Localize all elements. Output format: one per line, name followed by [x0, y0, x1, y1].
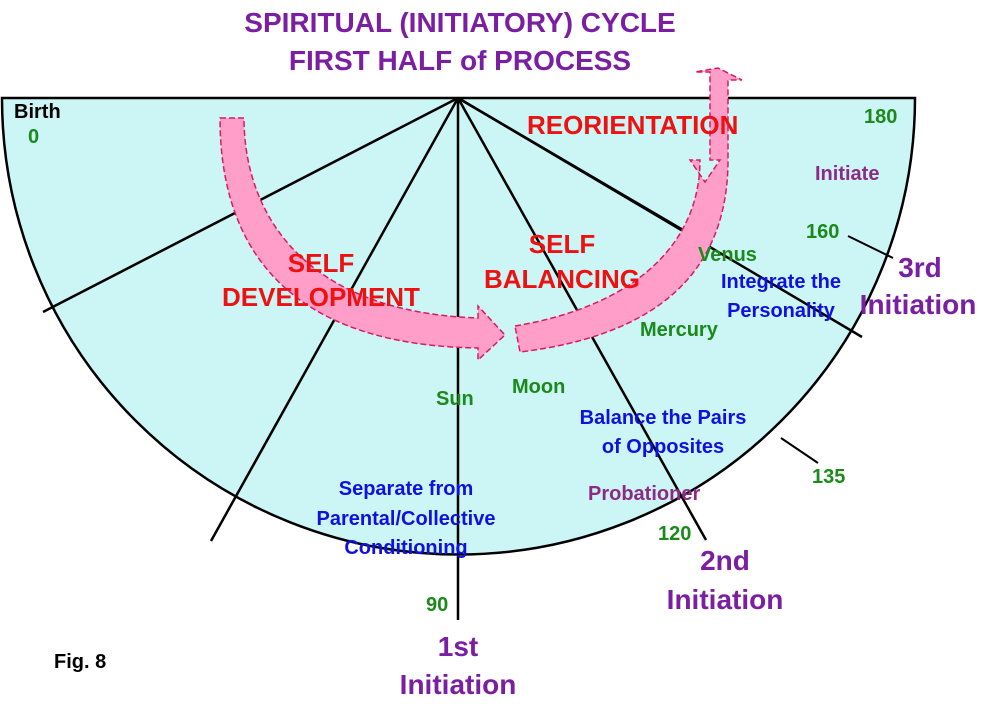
- title-line-2: FIRST HALF of PROCESS: [289, 45, 631, 76]
- initiation-2nd-number: 2nd: [700, 545, 750, 576]
- degree-160: 160: [806, 221, 839, 243]
- phase-self-balancing-line-2: BALANCING: [484, 264, 640, 294]
- cycle-arrow: [219, 67, 743, 362]
- degree-180: 180: [864, 106, 897, 128]
- initiation-1st-number: 1st: [438, 631, 478, 662]
- phase-reorientation: REORIENTATION: [527, 110, 738, 140]
- task-balance-line-1: Balance the Pairs: [580, 407, 747, 429]
- degree-135: 135: [812, 466, 845, 488]
- stage-initiate: Initiate: [815, 163, 879, 185]
- task-integrate-line-2: Personality: [727, 300, 836, 322]
- initiation-2nd-word: Initiation: [667, 584, 784, 615]
- arrow-right-segment: [514, 67, 743, 353]
- degree-120: 120: [658, 523, 691, 545]
- initiation-1st-word: Initiation: [400, 669, 517, 700]
- planet-mercury: Mercury: [640, 319, 719, 341]
- degree-leader-lines: [780, 235, 894, 464]
- title-line-1: SPIRITUAL (INITIATORY) CYCLE: [244, 7, 675, 38]
- figure-label: Fig. 8: [54, 651, 106, 673]
- leader-line-160: [847, 235, 894, 259]
- arrow-left-segment: [219, 117, 507, 362]
- phase-self-development-line-1: SELF: [288, 248, 354, 278]
- degree-0: 0: [28, 126, 39, 148]
- task-integrate-line-1: Integrate the: [721, 271, 841, 293]
- degree-90: 90: [426, 594, 448, 616]
- task-balance-line-2: of Opposites: [602, 436, 724, 458]
- planet-moon: Moon: [512, 376, 565, 398]
- planet-sun: Sun: [436, 388, 474, 410]
- task-separate-line-2: Parental/Collective: [317, 508, 496, 530]
- phase-self-balancing-line-1: SELF: [529, 229, 595, 259]
- stage-probationer: Probationer: [588, 483, 700, 505]
- birth-label: Birth: [14, 101, 61, 123]
- leader-line-135: [780, 437, 819, 464]
- initiation-3rd-word: Initiation: [860, 289, 977, 320]
- divider-line-upper: [457, 96, 701, 242]
- planet-venus: Venus: [698, 244, 757, 266]
- task-separate-line-1: Separate from: [339, 478, 474, 500]
- task-separate-line-3: Conditioning: [344, 537, 467, 559]
- phase-self-development-line-2: DEVELOPMENT: [222, 282, 420, 312]
- initiation-3rd-number: 3rd: [898, 252, 942, 283]
